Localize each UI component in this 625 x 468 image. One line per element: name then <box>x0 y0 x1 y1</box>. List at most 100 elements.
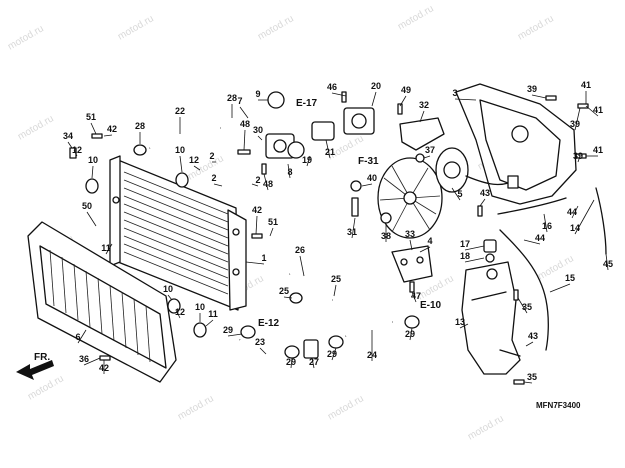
leader-line <box>325 139 331 159</box>
leader-line <box>574 199 595 235</box>
part-number-label: 51 <box>86 112 96 122</box>
part-number-label: 25 <box>331 274 341 284</box>
leader-line <box>409 327 413 341</box>
part-number-label: 41 <box>593 145 603 155</box>
watermark: motod.ru <box>466 413 506 442</box>
part-number-label: 29 <box>286 357 296 367</box>
leader-line <box>331 92 347 97</box>
leader-line <box>574 107 581 131</box>
clip-29a <box>240 325 256 339</box>
leader-line <box>523 381 533 384</box>
leader-line <box>259 347 267 355</box>
part-number-label: 1 <box>261 253 266 263</box>
part-number-label: 13 <box>455 317 465 327</box>
part-number-label: 29 <box>223 325 233 335</box>
fan-shroud <box>455 83 577 205</box>
bolt-31 <box>351 197 359 217</box>
bracket-4 <box>391 245 433 283</box>
fan-motor <box>435 147 469 193</box>
leader-line <box>409 239 413 251</box>
cap-9 <box>267 91 285 109</box>
leader-line <box>105 243 113 255</box>
part-number-label: 10 <box>175 145 185 155</box>
watermark: motod.ru <box>516 13 556 42</box>
leader-line <box>517 297 528 314</box>
section-ref: F-31 <box>358 156 379 167</box>
part-number-label: 25 <box>279 286 289 296</box>
part-number-label: 9 <box>255 89 260 99</box>
part-number-label: 30 <box>253 125 263 135</box>
part-number-label: 5 <box>457 189 462 199</box>
part-number-label: 32 <box>419 100 429 110</box>
leader-line <box>577 155 581 163</box>
leader-line <box>306 155 311 167</box>
part-number-label: 43 <box>528 331 538 341</box>
leader-line <box>205 319 214 327</box>
part-number-label: 49 <box>401 85 411 95</box>
leader-line <box>331 347 337 361</box>
leader-line <box>86 211 97 227</box>
part-number-label: 2 <box>209 151 214 161</box>
part-number-label: 41 <box>593 105 603 115</box>
leader-line <box>351 217 356 239</box>
leader-line <box>419 246 431 253</box>
part-number-label: 43 <box>480 188 490 198</box>
part-number-label: 35 <box>522 302 532 312</box>
part-number-label: 12 <box>72 145 82 155</box>
watermark: motod.ru <box>16 113 56 142</box>
leader-line <box>175 309 181 319</box>
part-number-label: 14 <box>570 223 580 233</box>
siphon-tube-16 <box>497 197 567 215</box>
leader-line <box>103 134 113 137</box>
part-number-label: 31 <box>347 227 357 237</box>
rubber-mount-17 <box>483 239 497 253</box>
part-number-label: 48 <box>240 119 250 129</box>
leader-line <box>459 323 469 329</box>
leader-line <box>67 141 73 149</box>
part-number-label: 6 <box>75 332 80 342</box>
leader-line <box>167 294 173 301</box>
leader-line <box>543 213 548 233</box>
part-number-label: 10 <box>88 155 98 165</box>
seal-ring-10c <box>193 322 207 338</box>
part-number-label: 44 <box>567 207 577 217</box>
part-number-label: 7 <box>237 96 242 106</box>
nozzle-27 <box>303 339 319 359</box>
leader-line <box>549 283 571 293</box>
leader-line <box>411 291 417 303</box>
seal-ring-10a <box>85 178 99 194</box>
part-number-label: 26 <box>295 245 305 255</box>
overflow-tube-15 <box>499 229 549 351</box>
watermark: motod.ru <box>176 393 216 422</box>
leader-line <box>287 163 291 179</box>
watermark: motod.ru <box>326 393 366 422</box>
leader-line <box>399 95 407 107</box>
bracket-32 <box>399 117 445 151</box>
part-number-label: 4 <box>427 236 432 246</box>
part-number-label: 28 <box>135 121 145 131</box>
drain-tube-45 <box>595 187 607 255</box>
leader-line <box>454 98 477 101</box>
part-number-label: 22 <box>175 106 185 116</box>
svg-text:FR.: FR. <box>34 352 50 363</box>
leader-line <box>77 329 87 344</box>
watermark: motod.ru <box>6 23 46 52</box>
part-number-label: 37 <box>425 145 435 155</box>
radiator-core <box>109 155 247 311</box>
part-number-label: 28 <box>227 93 237 103</box>
seal-ring-10d <box>167 298 181 314</box>
part-number-label: 24 <box>367 350 377 360</box>
leader-line <box>239 106 249 119</box>
leader-line <box>333 284 337 297</box>
part-number-label: 47 <box>411 291 421 301</box>
leader-line <box>227 333 243 337</box>
thermostat-housing <box>265 107 375 159</box>
section-ref: E-10 <box>420 300 442 311</box>
diagram-code: MFN7F3400 <box>536 401 581 410</box>
leader-line <box>83 357 101 366</box>
part-number-label: 10 <box>163 284 173 294</box>
leader-line <box>213 183 223 187</box>
leader-line <box>605 253 609 271</box>
part-number-label: 48 <box>263 179 273 189</box>
